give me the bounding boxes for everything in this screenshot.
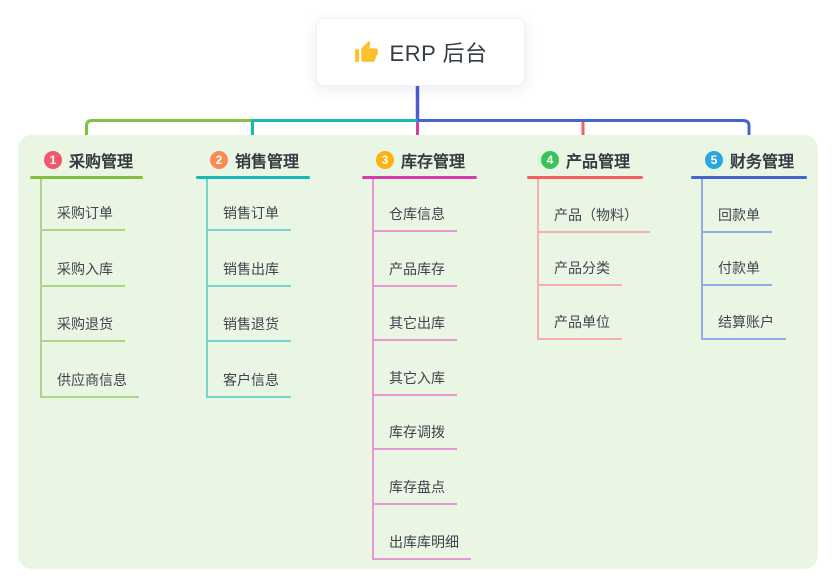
- node-sales-order[interactable]: 销售订单: [206, 203, 291, 231]
- node-product-material[interactable]: 产品（物料）: [537, 205, 650, 233]
- node-stock-count[interactable]: 库存盘点: [372, 477, 457, 505]
- branch-underline: [30, 176, 143, 179]
- children-connector-line: [537, 179, 539, 340]
- branch-title-purchase[interactable]: 1 采购管理: [30, 147, 143, 173]
- branch-title-finance[interactable]: 5 财务管理: [691, 147, 807, 173]
- node-sales-outbound[interactable]: 销售出库: [206, 259, 291, 287]
- node-other-inbound[interactable]: 其它入库: [372, 368, 457, 396]
- children-connector-line: [701, 179, 703, 340]
- branch-badge: 5: [705, 151, 723, 169]
- node-settlement-account[interactable]: 结算账户: [701, 312, 786, 340]
- node-supplier-info[interactable]: 供应商信息: [40, 370, 139, 398]
- node-product-unit[interactable]: 产品单位: [537, 312, 622, 340]
- branch-underline: [527, 176, 643, 179]
- branches-panel: [18, 135, 818, 569]
- node-product-stock[interactable]: 产品库存: [372, 259, 457, 287]
- branch-label: 财务管理: [730, 154, 795, 171]
- branch-badge: 3: [376, 151, 394, 169]
- thumbs-up-icon: [354, 40, 378, 62]
- children-connector-line: [372, 179, 374, 560]
- node-purchase-return[interactable]: 采购退货: [40, 314, 125, 342]
- branch-label: 采购管理: [69, 154, 134, 171]
- node-purchase-order[interactable]: 采购订单: [40, 203, 125, 231]
- children-connector-line: [206, 179, 208, 398]
- node-stock-transfer[interactable]: 库存调拨: [372, 422, 457, 450]
- node-payment-bill[interactable]: 付款单: [701, 258, 772, 286]
- branch-underline: [196, 176, 310, 179]
- branch-title-product[interactable]: 4 产品管理: [527, 147, 643, 173]
- node-purchase-inbound[interactable]: 采购入库: [40, 259, 125, 287]
- children-connector-line: [40, 179, 42, 398]
- branch-label: 产品管理: [566, 154, 631, 171]
- node-customer-info[interactable]: 客户信息: [206, 370, 291, 398]
- branch-label: 库存管理: [401, 154, 466, 171]
- node-warehouse-info[interactable]: 仓库信息: [372, 204, 457, 232]
- branch-badge: 4: [541, 151, 559, 169]
- branch-underline: [362, 176, 477, 179]
- root-title: ERP 后台: [389, 41, 488, 66]
- branch-badge: 1: [44, 151, 62, 169]
- node-other-outbound[interactable]: 其它出库: [372, 313, 457, 341]
- node-product-category[interactable]: 产品分类: [537, 258, 622, 286]
- branch-title-inventory[interactable]: 3 库存管理: [362, 147, 477, 173]
- node-sales-return[interactable]: 销售退货: [206, 314, 291, 342]
- branch-title-sales[interactable]: 2 销售管理: [196, 147, 310, 173]
- node-outbound-detail[interactable]: 出库库明细: [372, 532, 471, 560]
- branch-label: 销售管理: [235, 154, 300, 171]
- branch-badge: 2: [210, 151, 228, 169]
- branch-underline: [691, 176, 807, 179]
- node-receipt-bill[interactable]: 回款单: [701, 205, 772, 233]
- root-node[interactable]: ERP 后台: [316, 18, 525, 86]
